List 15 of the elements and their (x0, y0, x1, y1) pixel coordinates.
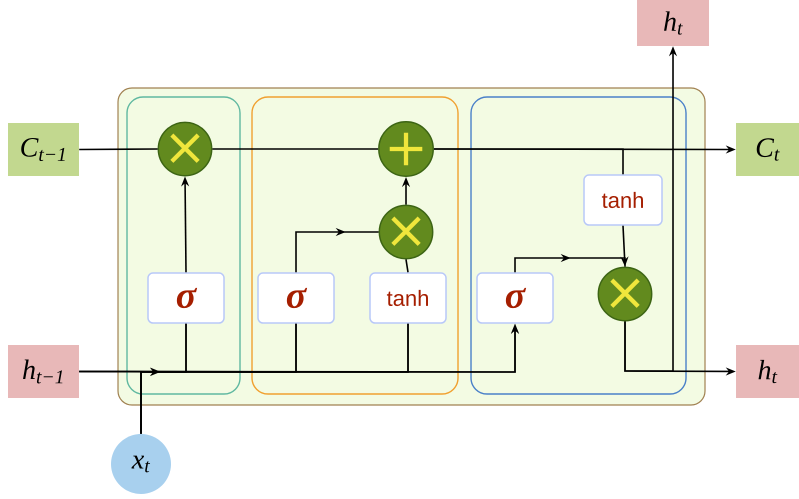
gate-region (470, 96, 687, 395)
activation-box: tanh (583, 174, 663, 226)
activation-box: σ (257, 272, 335, 324)
activation-box: tanh (369, 272, 447, 324)
gate-region (126, 96, 241, 395)
state-box: h$_{t−1}$ (8, 345, 79, 398)
gate-region (251, 96, 459, 395)
state-box: h$_{t}$ (736, 345, 799, 398)
state-box: C$_{t−1}$ (8, 123, 79, 176)
arrow (514, 254, 626, 272)
arrow (295, 228, 379, 272)
state-box: C$_{t}$ (736, 123, 799, 176)
activation-box: σ (147, 272, 225, 324)
state-box: h$_{t}$ (637, 0, 709, 46)
activation-box: σ (476, 272, 554, 324)
